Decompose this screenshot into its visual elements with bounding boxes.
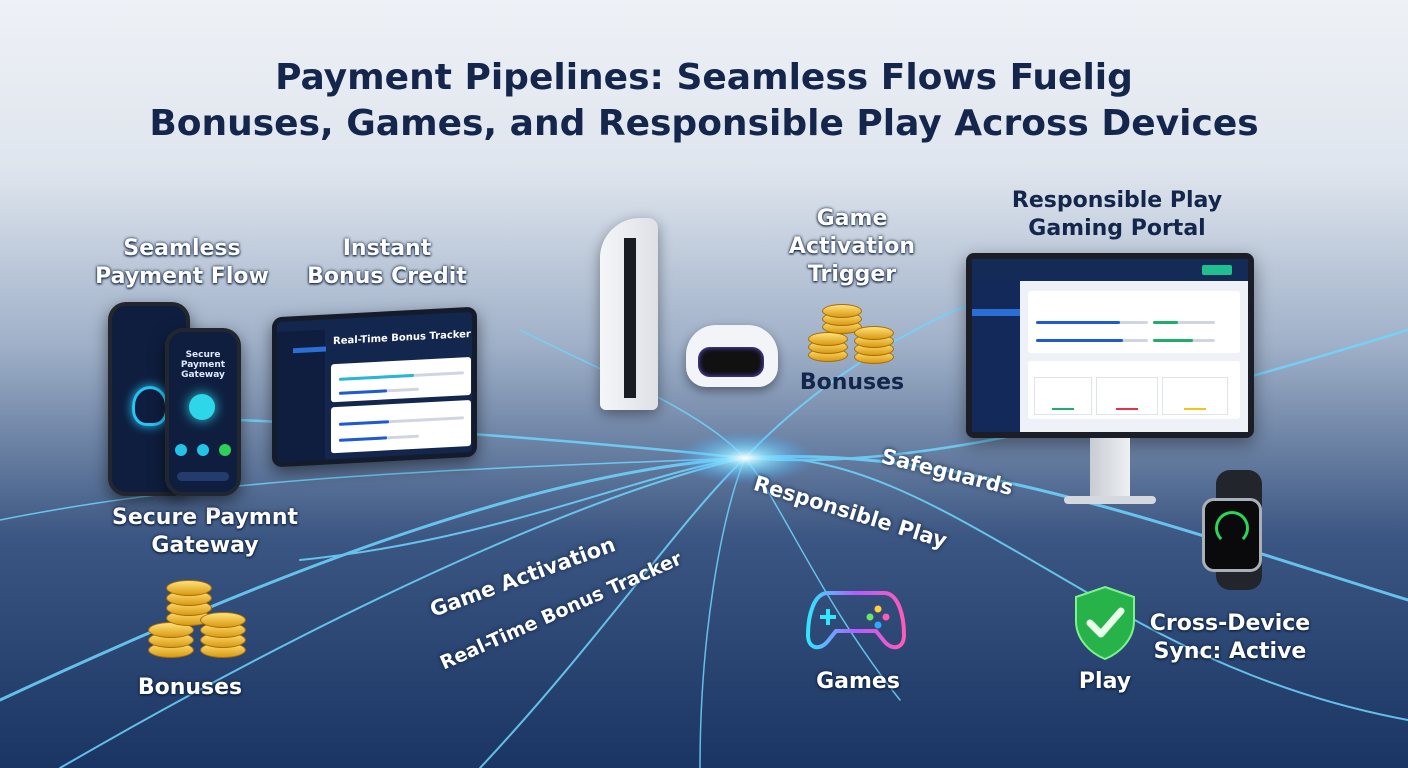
action-icons	[175, 444, 231, 456]
gamepad-icon	[806, 591, 906, 650]
activity-ring-icon	[1215, 511, 1249, 545]
bonus-card-2	[331, 399, 471, 454]
bonus-card-1	[331, 356, 471, 403]
label-instant-bonus-credit: Instant Bonus Credit	[307, 236, 467, 289]
phone-button[interactable]	[177, 472, 229, 481]
coin-stack-top	[808, 300, 900, 366]
smart-watch	[1188, 470, 1283, 590]
game-console	[600, 218, 658, 410]
monitor-base	[1064, 496, 1156, 504]
label-games: Games	[816, 669, 900, 694]
tablet-title: Real-Time Bonus Tracker	[333, 328, 471, 348]
label-game-activation-trigger: Game Activation Trigger	[788, 206, 916, 287]
page-title: Payment Pipelines: Seamless Flows Fuelig…	[0, 55, 1408, 147]
monitor-stand	[1090, 438, 1130, 498]
shield-check-icon	[1075, 585, 1135, 661]
lock-icon	[189, 394, 215, 420]
tablet: Real-Time Bonus Tracker	[272, 306, 477, 468]
label-cross-device: Cross-Device Sync: Active	[1149, 611, 1311, 664]
phone-front: Secure Payment Gateway	[165, 328, 241, 496]
label-bonuses-top: Bonuses	[799, 370, 905, 395]
label-bonuses-bottom: Bonuses	[137, 675, 243, 700]
label-play: Play	[1078, 669, 1132, 694]
glow-core	[675, 432, 815, 484]
limits-card	[1028, 291, 1240, 353]
title-line-2: Bonuses, Games, and Responsible Play Acr…	[149, 103, 1259, 144]
coin-stack-bottom	[148, 580, 248, 660]
tools-card	[1028, 361, 1240, 419]
label-seamless-payment-flow: Seamless Payment Flow	[95, 236, 269, 289]
label-secure-gateway: Secure Paymnt Gateway	[111, 505, 299, 558]
vr-headset	[686, 325, 778, 387]
portal-monitor	[966, 253, 1254, 438]
fingerprint-icon	[132, 386, 168, 426]
title-line-1: Payment Pipelines: Seamless Flows Fuelig	[275, 57, 1133, 98]
label-responsible-play-portal: Responsible Play Gaming Portal	[1011, 188, 1223, 241]
phone-title: Secure Payment Gateway	[180, 350, 226, 380]
monitor-header-button[interactable]	[1202, 265, 1232, 275]
